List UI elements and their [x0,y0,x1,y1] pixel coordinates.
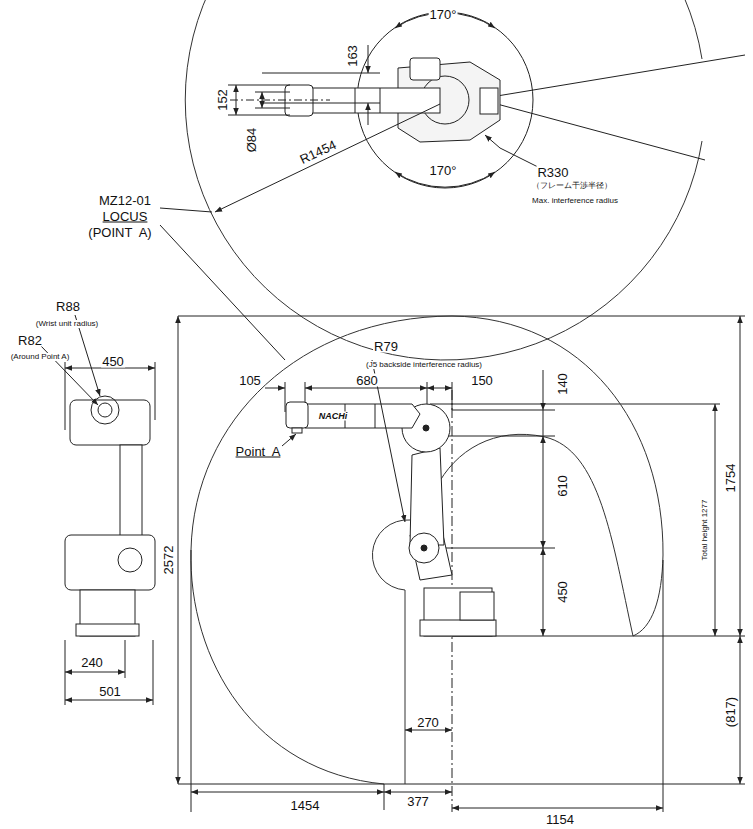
note: (Around Point A) [10,353,71,361]
note: （フレーム干渉半径） [531,182,613,190]
dimension: 1154 [545,813,575,826]
dimension: 1754 [724,463,737,494]
dimension: 610 [556,474,569,498]
locus-label: LOCUS [102,210,149,223]
note: Total height 1277 [701,499,709,562]
dimension: 501 [98,685,122,698]
note: Max. interference radius [531,197,619,205]
dimension: 450 [101,355,125,368]
dimension: 2572 [162,545,175,576]
dimension: 105 [238,374,262,387]
point-label: Point A [235,445,282,458]
radius-label: R82 [17,334,43,347]
dimension: 150 [470,374,494,387]
dimension: 450 [556,580,569,604]
dimension: (817) [724,696,737,728]
dimension: 140 [556,372,569,396]
dimension: 377 [406,795,430,808]
model-label: MZ12-01 [98,194,152,207]
locus-label: (POINT A) [87,226,152,239]
note: (J5 backside interference radius) [365,361,483,369]
dimension: 240 [80,656,104,669]
radius-label: R330 [536,166,569,179]
dimension: Ø84 [245,127,258,154]
note: (Wrist unit radius) [35,320,100,328]
angle-label: 170° [429,8,458,21]
dimension: 152 [216,88,229,112]
dimension: 270 [416,716,440,729]
angle-label: 170° [429,164,458,177]
dimension: 1454 [290,799,321,812]
logo-text: NACHi [318,412,349,421]
dimension: 680 [355,374,379,387]
radius-label: R79 [373,340,399,353]
radius-label: R88 [55,300,81,313]
dimension: 163 [346,44,359,68]
